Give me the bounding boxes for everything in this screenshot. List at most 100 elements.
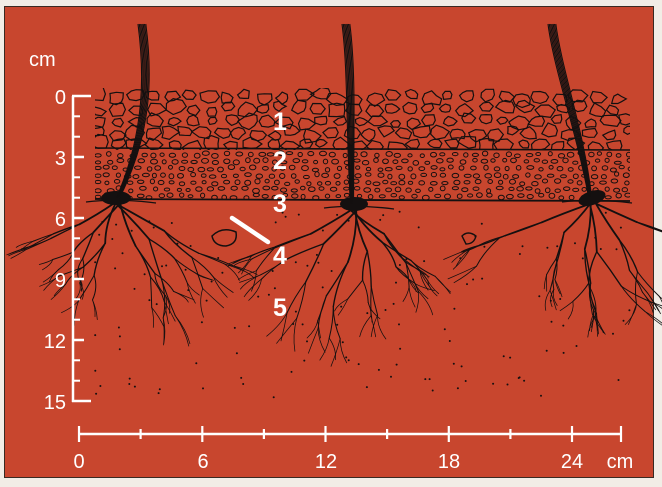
gravel-grain <box>309 187 316 192</box>
gravel-grain <box>366 167 370 170</box>
gravel-grain <box>228 165 234 170</box>
gravel-grain <box>440 173 445 177</box>
gravel-grain <box>133 175 139 179</box>
pebble <box>421 103 433 112</box>
gravel-grain <box>242 186 248 190</box>
gravel-grain <box>393 160 398 164</box>
gravel-grain <box>597 152 601 156</box>
gravel-grain <box>532 182 538 186</box>
gravel-grain <box>107 152 112 157</box>
layer-number-3: 3 <box>273 190 287 218</box>
gravel-grain <box>547 174 554 177</box>
gravel-grain <box>337 166 341 170</box>
gravel-grain <box>488 180 493 184</box>
gravel-grain <box>325 168 329 172</box>
gravel-grain <box>435 194 441 197</box>
root-segment <box>149 239 174 258</box>
gravel-grain <box>138 180 144 183</box>
soil-dot <box>393 303 395 305</box>
gravel-grain <box>548 152 552 156</box>
pebble <box>585 119 596 127</box>
gravel-grain <box>399 181 405 185</box>
gravel-grain <box>460 160 466 165</box>
gravel-grain <box>325 181 330 185</box>
root-segment <box>34 234 54 241</box>
gravel-grain <box>549 193 555 198</box>
soil-dot <box>423 260 425 262</box>
gravel-grain <box>180 193 184 197</box>
root-segment <box>73 232 93 252</box>
gravel-grain <box>224 180 230 184</box>
soil-dot <box>399 348 401 350</box>
gravel-grain <box>616 154 621 158</box>
gravel-grain <box>509 187 514 190</box>
gravel-grain <box>178 174 184 179</box>
root-segment <box>163 318 164 345</box>
gravel-grain <box>505 166 509 170</box>
gravel-grain <box>179 167 185 171</box>
soil-dot <box>336 324 338 326</box>
gravel-grain <box>430 182 437 186</box>
root-segment <box>338 299 348 315</box>
gravel-grain <box>118 154 123 158</box>
gravel-grain <box>344 187 350 190</box>
soil-dot <box>275 221 277 223</box>
soil-dot <box>302 323 304 325</box>
soil-dot <box>472 279 474 281</box>
soil-dot <box>399 211 401 213</box>
root-segment <box>320 338 329 360</box>
soil-dot <box>546 350 548 352</box>
root-segment <box>382 242 411 260</box>
root-segment <box>573 283 589 301</box>
pebble <box>166 99 186 115</box>
h-tick-label-24: 24 <box>561 451 583 473</box>
pebble <box>496 100 515 112</box>
soil-dot <box>618 379 620 381</box>
soil-dot <box>242 383 244 385</box>
gravel-grain <box>233 174 238 177</box>
pebble <box>588 142 603 153</box>
soil-dot <box>429 378 431 380</box>
root-segment <box>619 240 629 271</box>
gravel-grain <box>555 189 560 192</box>
gravel-grain <box>622 188 627 192</box>
gravel-grain <box>354 187 360 191</box>
root-segment <box>199 253 233 265</box>
gravel-grain <box>383 180 388 184</box>
gravel-grain <box>539 193 544 197</box>
soil-dot <box>466 283 468 285</box>
gravel-grain <box>207 168 213 171</box>
pebble <box>224 141 237 151</box>
gravel-grain <box>447 158 453 162</box>
gravel-grain <box>322 173 329 177</box>
gravel-grain <box>355 174 361 178</box>
gravel-grain <box>473 174 479 178</box>
soil-dot <box>509 357 511 359</box>
root-segment <box>363 251 368 280</box>
root-segment <box>545 290 550 310</box>
gravel-grain <box>440 168 445 171</box>
seed-node-right <box>577 187 608 209</box>
gravel-grain <box>625 193 631 197</box>
root-segment <box>249 279 262 300</box>
gravel-grain <box>167 193 173 197</box>
gravel-grain <box>605 187 609 191</box>
gravel-grain <box>402 159 409 163</box>
gravel-grain <box>375 153 379 157</box>
soil-dot <box>612 333 614 335</box>
gravel-grain <box>375 188 380 192</box>
gravel-grain <box>191 160 197 163</box>
gravel-grain <box>549 166 553 170</box>
soil-dot <box>481 223 483 225</box>
pebble <box>238 89 250 98</box>
soil-dot <box>519 253 521 255</box>
gravel-grain <box>625 181 629 185</box>
gravel-grain <box>304 175 310 178</box>
pebble <box>207 108 217 117</box>
root-segment <box>560 301 573 310</box>
gravel-grain <box>448 165 453 169</box>
gravel-grain <box>481 159 488 163</box>
gravel-grain <box>379 195 385 198</box>
gravel-grain <box>491 159 495 162</box>
gravel-grain <box>471 166 477 170</box>
